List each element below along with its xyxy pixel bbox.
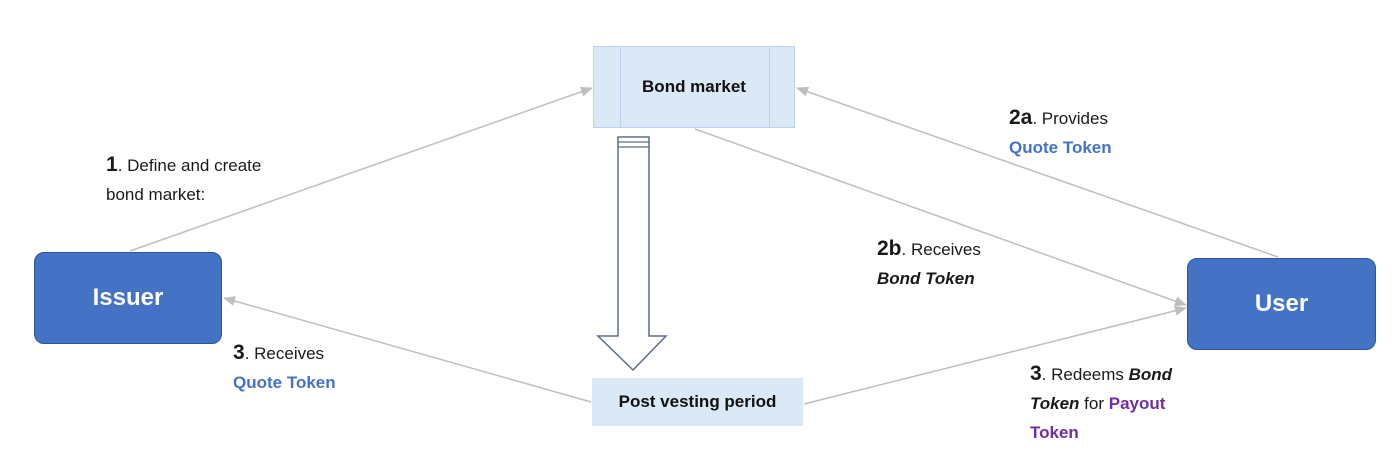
step-1-text-line2: bond market:: [106, 185, 206, 204]
step-3-issuer-number: 3: [233, 341, 245, 364]
bond-market-node: Bond market: [593, 46, 795, 128]
bond-market-left-divider: [620, 47, 621, 127]
arrow-post-vesting-to-user: [803, 305, 1187, 405]
arrow-post-vesting-to-issuer: [223, 296, 592, 403]
step-2a-text: . Provides: [1032, 109, 1108, 128]
step-3-user-number: 3: [1030, 362, 1042, 385]
post-vesting-label: Post vesting period: [618, 392, 777, 411]
step-3-user-payout-token-word: Token: [1030, 423, 1079, 442]
step-2b-bond-token: Bond Token: [877, 269, 975, 288]
user-node: User: [1187, 258, 1376, 350]
arrow-user-to-bond-market: [796, 86, 1279, 258]
step-1-text-line1: . Define and create: [117, 156, 262, 175]
post-vesting-node: Post vesting period: [592, 378, 803, 426]
step-2b-label: 2b. Receives Bond Token: [877, 234, 981, 293]
step-3-issuer-text: . Receives: [244, 344, 325, 363]
bond-market-label: Bond market: [642, 77, 746, 96]
step-1-label: 1. Define and create bond market:: [106, 150, 261, 209]
step-3-user-bond-word: Bond: [1128, 365, 1173, 384]
step-2a-label: 2a. Provides Quote Token: [1009, 103, 1112, 162]
step-2a-number: 2a: [1009, 106, 1033, 129]
user-label: User: [1254, 290, 1309, 317]
issuer-label: Issuer: [92, 284, 164, 311]
step-3-user-for-text: for: [1079, 394, 1109, 413]
vesting-block-arrow: [596, 136, 668, 372]
step-2a-quote-token: Quote Token: [1009, 138, 1112, 157]
step-3-user-text: . Redeems: [1041, 365, 1129, 384]
step-2b-text: . Receives: [901, 240, 981, 259]
step-3-user-token-word: Token: [1030, 394, 1080, 413]
step-3-issuer-quote-token: Quote Token: [233, 373, 336, 392]
step-3-user-payout-word: Payout: [1108, 394, 1166, 413]
arrow-issuer-to-bond-market: [129, 86, 593, 252]
step-2b-number: 2b: [877, 237, 902, 260]
issuer-node: Issuer: [34, 252, 222, 344]
bond-market-right-divider: [769, 47, 770, 127]
step-1-number: 1: [106, 153, 118, 176]
arrow-bond-market-to-user: [694, 128, 1187, 306]
step-3-user-label: 3. Redeems Bond Token for Payout Token: [1030, 359, 1172, 447]
step-3-issuer-label: 3. Receives Quote Token: [233, 338, 336, 397]
